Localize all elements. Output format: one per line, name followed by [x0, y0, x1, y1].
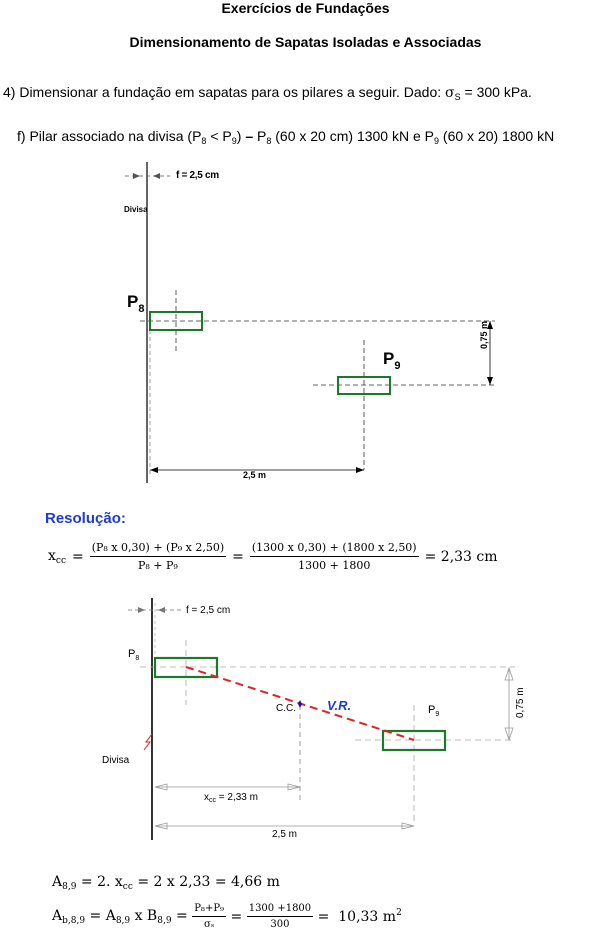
fig1-dim-v-arrow-bottom	[487, 377, 493, 385]
fig2-f-arrow-left	[138, 607, 145, 613]
fig2-p8-label: P8	[128, 648, 140, 662]
xcc-fraction-symbolic: (P₈ x 0,30) + (P₉ x 2,50) P₈ + P₉	[89, 541, 227, 572]
fig1-f-label: f = 2,5 cm	[176, 170, 219, 181]
fig1-p9-footing	[337, 376, 391, 395]
fig2-dim-horizontal-label: 2,5 m	[272, 829, 298, 840]
fig2-dim-v-arrow-top	[504, 666, 514, 681]
fig2-dim-v-arrow-bottom	[504, 727, 514, 742]
statement-text: 4) Dimensionar a fundação em sapatas par…	[3, 84, 446, 100]
fig2-divisa-label: Divisa	[102, 755, 130, 766]
fig2-p9-label: P9	[428, 704, 440, 718]
fig2-f-label: f = 2,5 cm	[186, 605, 231, 616]
area-equation: A8,9 = 2. xcc = 2 x 2,33 = 4,66 m	[52, 874, 280, 892]
base-area-fraction-numeric: 1300 +1800 300	[246, 903, 314, 930]
fig1-divisa-label: Divisa	[124, 205, 148, 214]
problem-item-f: f) Pilar associado na divisa (P8 < P9) –…	[17, 128, 555, 146]
fig1-dim-h-arrow-left	[150, 467, 158, 473]
sigma-symbol: σ	[445, 85, 455, 101]
page-subtitle: Dimensionamento de Sapatas Isoladas e As…	[129, 34, 482, 50]
fig1-dim-v-arrow-top	[487, 321, 493, 329]
fig1-dim-h-arrow-right	[356, 467, 364, 473]
fig2-vr-label: V.R.	[327, 698, 352, 713]
page-title: Exercícios de Fundações	[221, 0, 390, 16]
sigma-subscript: S	[454, 92, 461, 102]
fig2-dim-h-arrow-right	[401, 822, 415, 830]
fig1-p8-label: P8	[127, 292, 145, 315]
base-area-fraction-symbolic: P₈+P₉ σₛ	[192, 903, 227, 930]
fig1-f-arrow-right	[153, 173, 160, 179]
fig2-xcc-dim-label: xcc = 2,33 m	[204, 792, 258, 804]
problem-statement: 4) Dimensionar a fundação em sapatas par…	[3, 84, 532, 102]
xcc-fraction-numeric: (1300 x 0,30) + (1800 x 2,50) 1300 + 180…	[249, 541, 419, 572]
fig2-divisa-pointer	[143, 733, 153, 751]
fig1-p8-footing	[149, 311, 203, 331]
fig2-f-arrow-right	[158, 607, 165, 613]
fig1-dim-horizontal-label: 2,5 m	[243, 470, 267, 480]
fig2-dim-vertical-label: 0,75 m	[515, 687, 526, 718]
xcc-equation: xcc = (P₈ x 0,30) + (P₉ x 2,50) P₈ + P₉ …	[48, 541, 498, 572]
fig1-f-arrow-left	[133, 173, 140, 179]
fig2-xcc-arrow-right	[287, 783, 301, 791]
fig2-p8-footing	[153, 656, 219, 679]
resolucao-heading: Resolução:	[45, 510, 126, 527]
fig1-p9-label: P9	[383, 349, 401, 372]
fig2-cc-point	[298, 700, 302, 708]
base-area-equation: Ab,8,9 = A8,9 x B8,9 = P₈+P₉ σₛ = 1300 +…	[52, 903, 402, 930]
statement-text-end: = 300 kPa.	[460, 84, 532, 100]
fig2-p9-footing	[381, 729, 447, 752]
fig2-dim-h-arrow-left	[154, 822, 168, 830]
fig2-xcc-arrow-left	[154, 783, 168, 791]
fig2-cc-label: C.C.	[276, 703, 296, 714]
